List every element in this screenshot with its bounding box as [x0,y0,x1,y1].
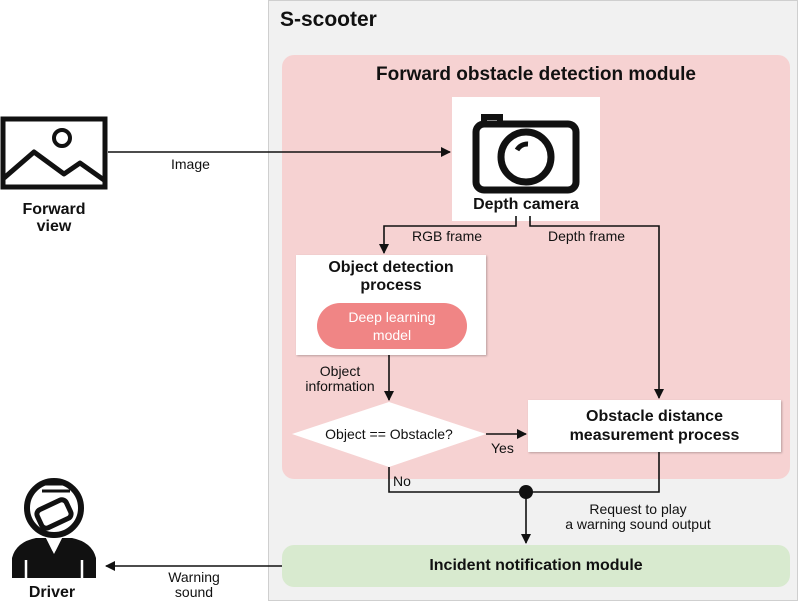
incident-notification-node: Incident notification module [282,545,790,587]
forward-view-label: Forward view [22,201,86,235]
edge-label-object-information: Object information [305,363,375,394]
camera-icon [472,114,580,194]
detection-module-title: Forward obstacle detection module [376,64,696,85]
edge-no [388,467,526,493]
decision-node [292,402,486,467]
edge-label-image: Image [171,156,210,172]
edge-label-rgb-frame: RGB frame [412,228,483,244]
edge-depth-frame [529,216,664,399]
driver-helmet-icon [12,478,96,578]
edge-label-request: Request to play a warning sound output [565,501,711,532]
edge-label-no: No [393,473,411,489]
object-detection-title: Object detection process [328,259,454,294]
depth-camera-label: Depth camera [473,196,579,213]
edge-label-depth-frame: Depth frame [548,228,626,244]
s-scooter-title: S-scooter [280,8,377,31]
edge-distance-output [526,452,660,493]
edge-rgb-frame [379,216,517,254]
deep-learning-model-node: Deep learning model [317,303,467,349]
edge-label-warning-sound: Warning sound [168,569,220,600]
image-icon [0,116,108,190]
driver-label: Driver [28,584,76,601]
decision-label: Object == Obstacle? [325,426,453,442]
distance-measurement-node: Obstacle distance measurement process [528,400,781,452]
edge-label-yes: Yes [491,440,514,456]
